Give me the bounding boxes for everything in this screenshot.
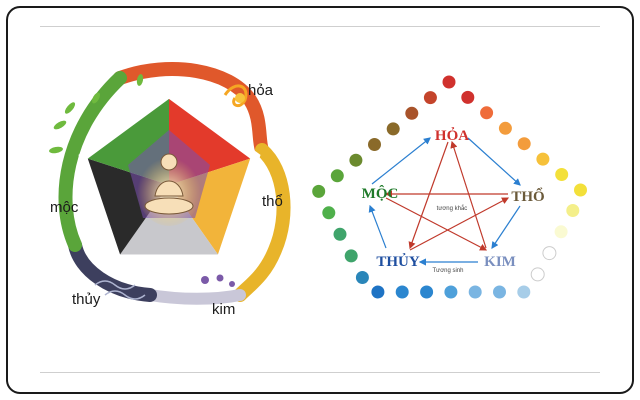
color-dot (405, 106, 419, 120)
label-THO: THỔ (511, 187, 544, 205)
color-dot (330, 169, 344, 183)
color-dot (517, 285, 531, 299)
label-tuong-khac: tương khắc (437, 205, 468, 212)
color-dot (344, 249, 358, 263)
bottom-divider (40, 372, 600, 373)
color-dot (468, 285, 482, 299)
leaf-decoration (49, 74, 144, 154)
color-dot (395, 285, 409, 299)
color-dot (574, 183, 587, 197)
ribbon-wood (58, 71, 127, 252)
color-dot (493, 285, 506, 299)
color-dot (555, 168, 569, 181)
flame-decoration (223, 84, 248, 108)
meditation-figure-icon (144, 153, 194, 215)
label-kim: kim (212, 301, 235, 318)
metal-decoration (201, 274, 235, 287)
color-dot (444, 285, 458, 299)
color-dot (355, 271, 369, 284)
color-dot (542, 246, 557, 261)
generating-cycle-arrows (368, 137, 521, 266)
color-dot (480, 106, 494, 120)
color-dot (498, 121, 512, 135)
color-dot (312, 184, 326, 198)
ribbon-fire (113, 62, 269, 157)
color-dot (536, 152, 550, 166)
right-diagram: HỎA THỔ KIM THỦY MỘC tương khắc Tương si… (312, 75, 587, 299)
color-dot (554, 225, 568, 239)
ribbon-water (68, 238, 157, 302)
color-dot (530, 267, 545, 282)
label-tuong-sinh: Tương sinh (433, 268, 464, 274)
color-dot (423, 91, 437, 105)
left-diagram: hỏa thổ kim thủy mộc (49, 62, 291, 318)
color-dot-ring (312, 75, 587, 299)
label-MOC: MỘC (362, 185, 399, 202)
colored-pentagon (78, 88, 261, 264)
ribbon-metal (144, 289, 246, 305)
label-moc: mộc (50, 199, 79, 216)
color-dot (442, 75, 456, 89)
label-KIM: KIM (484, 254, 516, 270)
water-decoration (94, 280, 146, 300)
color-dot (566, 204, 580, 217)
color-dot (368, 138, 381, 151)
ribbon-earth (233, 143, 291, 302)
color-dot (322, 206, 336, 220)
label-hoa: hỏa (248, 82, 274, 99)
top-divider (40, 26, 600, 27)
color-dot (349, 153, 363, 167)
color-dot (420, 285, 434, 299)
color-dot (371, 285, 385, 299)
color-dot (517, 137, 531, 151)
color-dot (386, 122, 400, 136)
label-THUY: THỦY (376, 253, 420, 270)
label-thuy: thủy (72, 291, 101, 308)
color-dot (333, 227, 347, 241)
label-tho: thổ (262, 193, 283, 210)
color-dot (461, 90, 475, 104)
controlling-cycle-arrows (384, 140, 510, 251)
label-HOA: HỎA (435, 127, 469, 144)
